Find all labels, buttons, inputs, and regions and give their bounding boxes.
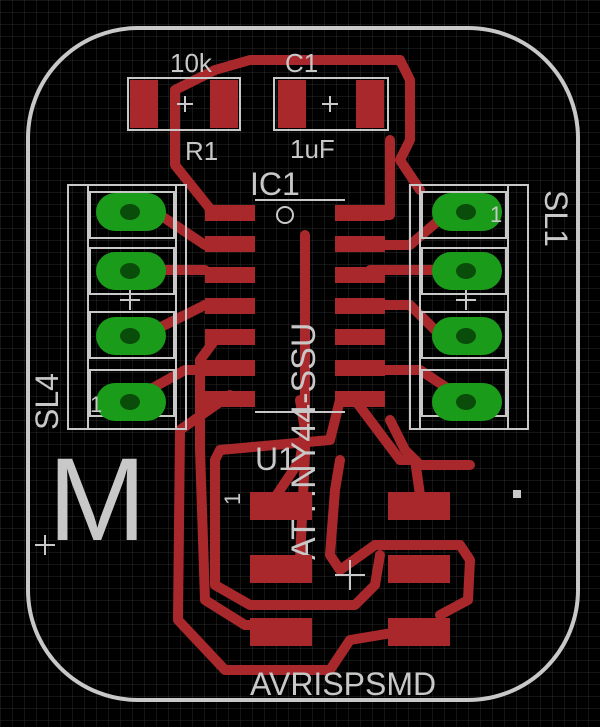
r1-name-label: R1 xyxy=(185,136,218,166)
sl4-name-label: SL4 xyxy=(29,373,65,430)
origin-marker xyxy=(35,535,55,555)
ic1-footprint xyxy=(205,199,385,413)
u1-pin-one-label: 1 xyxy=(220,493,245,505)
r1-footprint xyxy=(127,77,241,131)
sl1-pin-one-label: 1 xyxy=(490,202,502,227)
connector-part-label: AVRISPSMD xyxy=(250,666,436,702)
sl4-header xyxy=(67,184,187,430)
sl1-header xyxy=(409,184,529,430)
logo-letter: M xyxy=(48,434,146,566)
c1-value-label: 1uF xyxy=(290,134,335,164)
r1-value-label: 10k xyxy=(170,48,213,78)
ic1-part-label: ATTINY44-SSU xyxy=(285,323,323,560)
c1-name-label: C1 xyxy=(285,48,318,78)
ic1-name-label: IC1 xyxy=(250,166,300,202)
sl1-name-label: SL1 xyxy=(538,190,574,247)
c1-footprint xyxy=(273,77,389,131)
board-outline xyxy=(26,26,580,702)
sl4-pin-one-label: 1 xyxy=(90,392,102,417)
u1-footprint xyxy=(250,490,521,646)
u1-name-label: U1 xyxy=(255,441,296,477)
